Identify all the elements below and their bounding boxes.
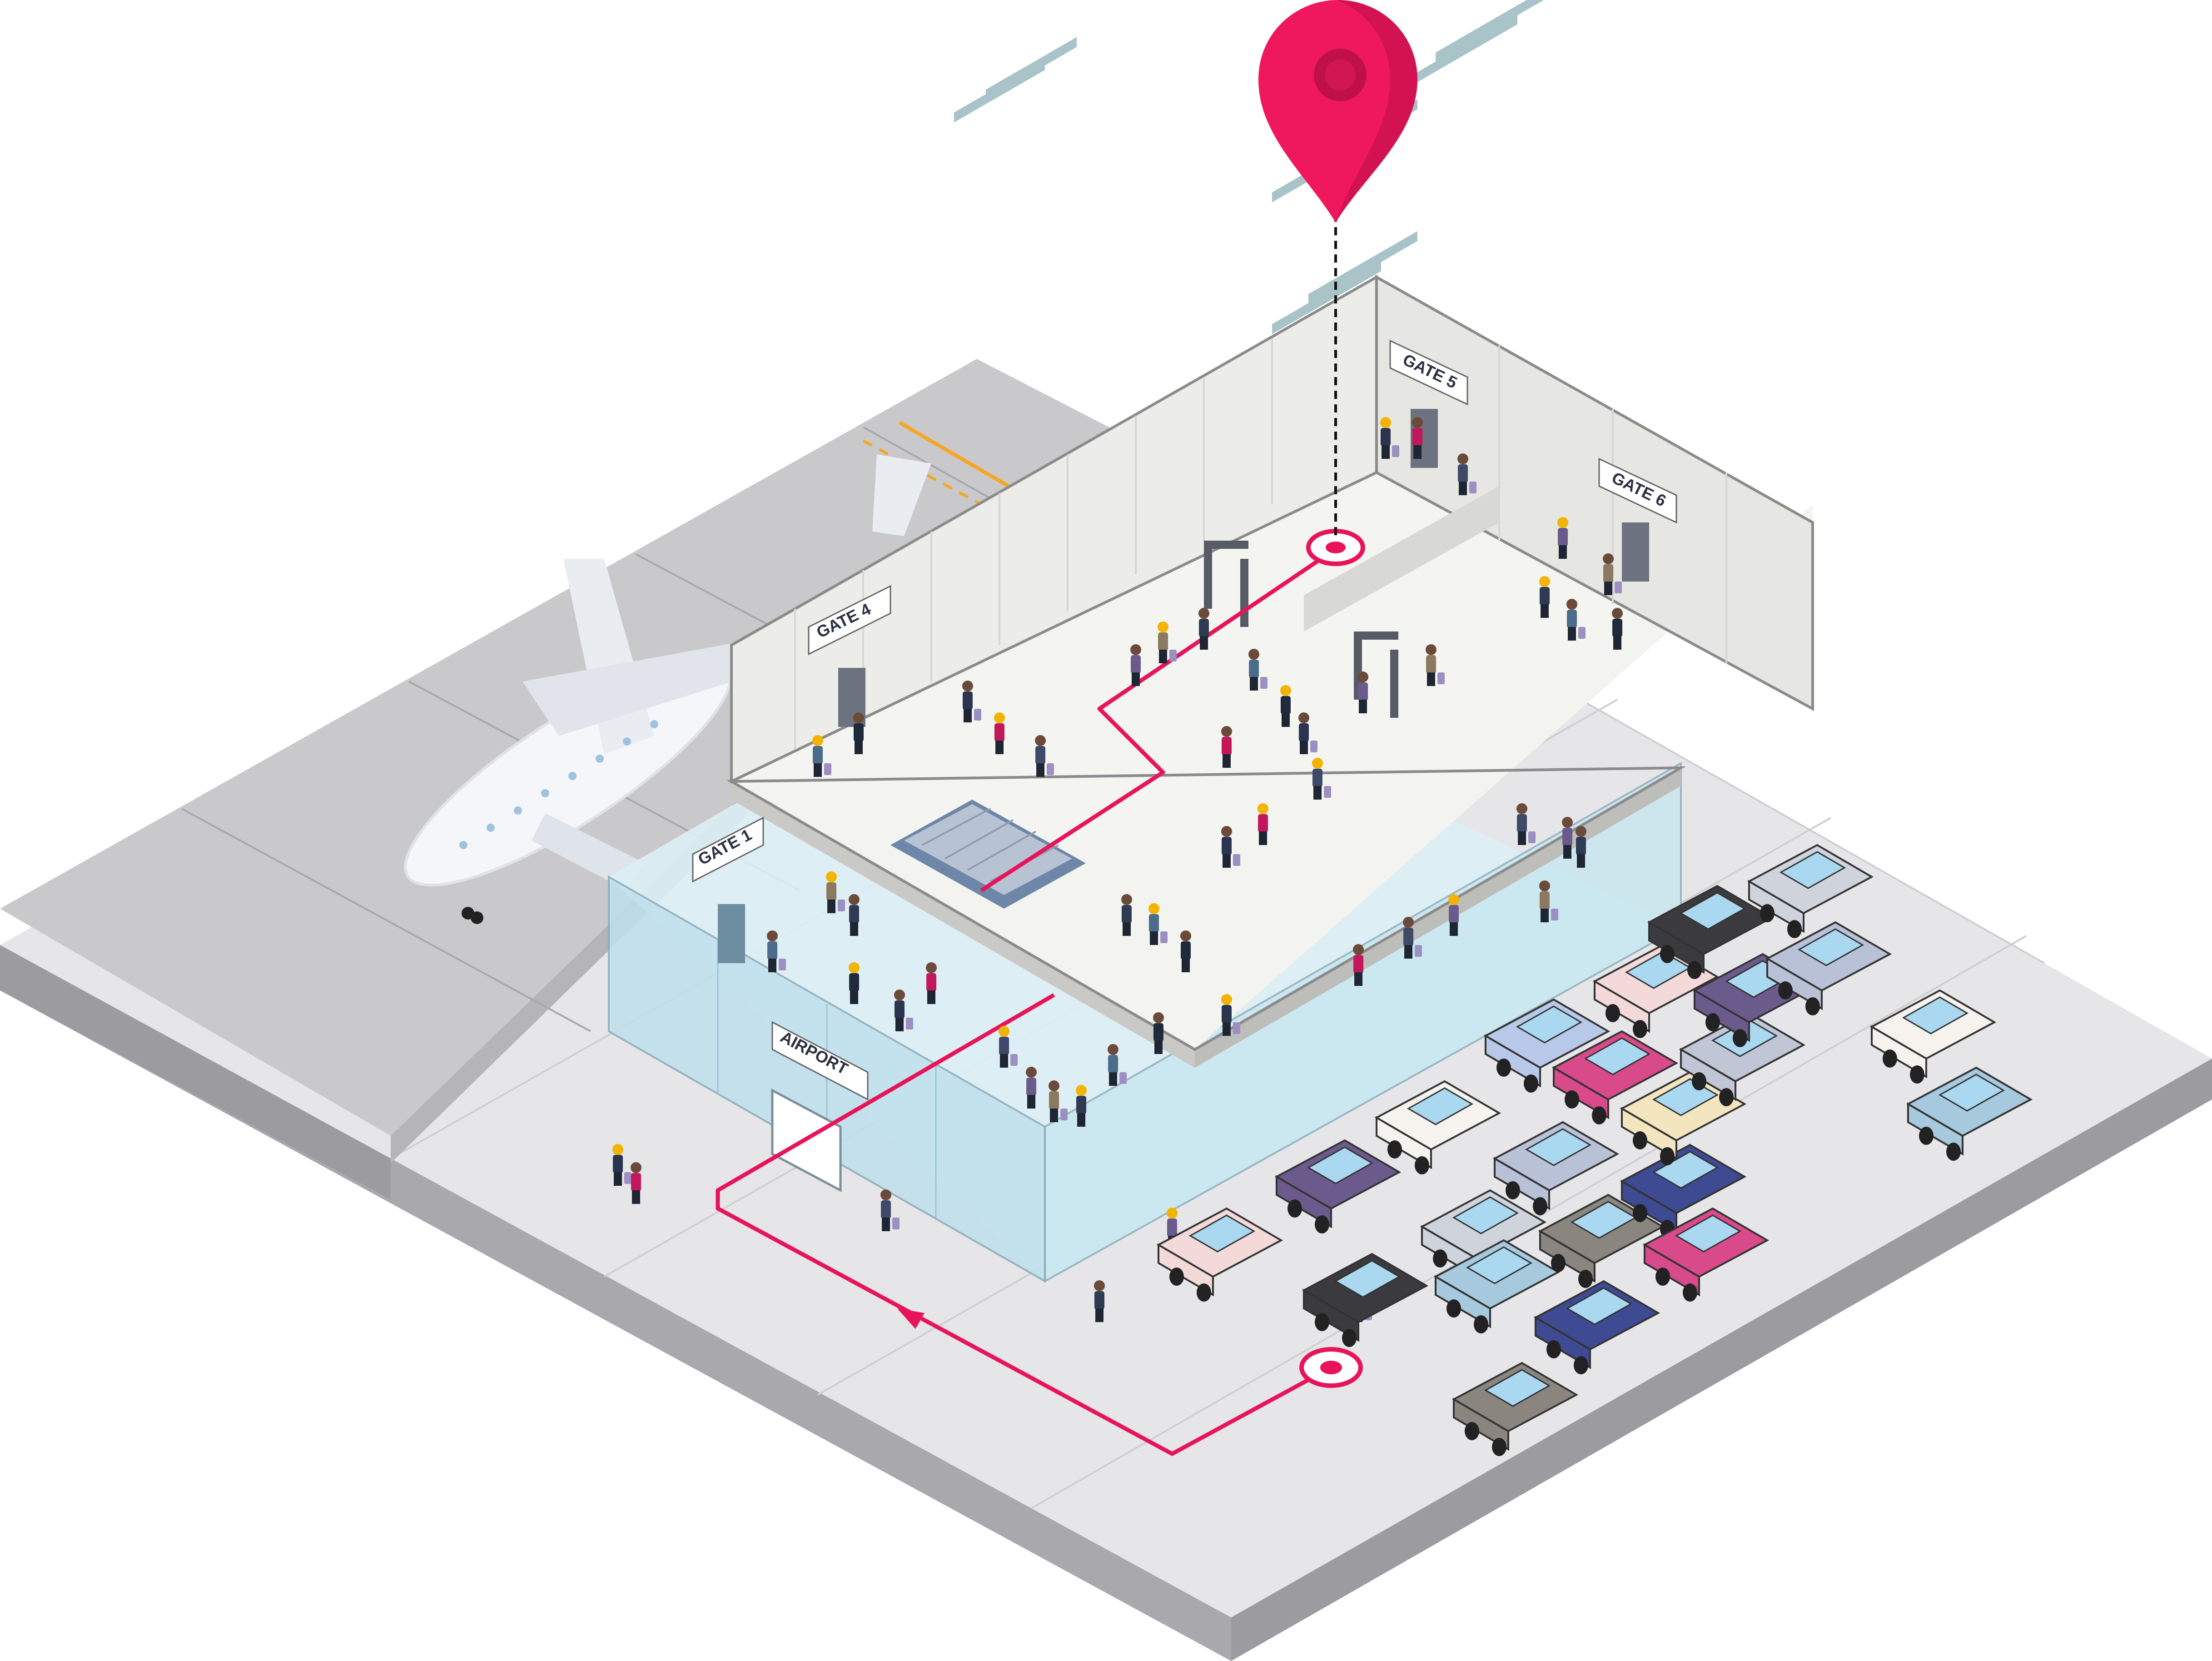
person (1108, 1044, 1127, 1086)
gate-1-door[interactable] (718, 904, 745, 963)
person (1148, 903, 1168, 945)
person (1198, 608, 1209, 650)
car (1274, 1139, 1402, 1233)
person (1026, 1067, 1037, 1109)
person (853, 712, 864, 754)
person (1576, 826, 1586, 868)
car (1620, 1071, 1747, 1165)
person (812, 735, 831, 777)
person (1280, 685, 1291, 727)
person (1258, 803, 1268, 845)
person (962, 681, 981, 722)
person (849, 894, 860, 936)
slab-side-right (1231, 1059, 2212, 1661)
staircase (890, 800, 1086, 909)
person (767, 930, 786, 972)
person (1566, 599, 1586, 641)
upper-seating (954, 0, 1554, 203)
person (1312, 758, 1331, 800)
location-dot-icon (1299, 1347, 1363, 1388)
person (1076, 1085, 1087, 1127)
person (849, 962, 860, 1004)
car (1483, 998, 1611, 1093)
car (1620, 1144, 1747, 1238)
person (1448, 894, 1459, 936)
person (1180, 930, 1191, 972)
car (1642, 1207, 1770, 1302)
person (894, 990, 913, 1031)
car (1551, 1030, 1679, 1124)
person (1035, 735, 1054, 777)
car (1869, 989, 1997, 1084)
person (1094, 1280, 1105, 1322)
person (631, 1162, 641, 1204)
person (1426, 644, 1445, 686)
destination-dot (1306, 529, 1365, 566)
car (1747, 844, 1874, 938)
car (1538, 1194, 1665, 1288)
person (1557, 517, 1568, 559)
person (926, 962, 937, 1004)
person (1153, 1012, 1164, 1054)
person (1158, 622, 1177, 663)
car (1906, 1066, 2033, 1161)
person (1539, 880, 1558, 922)
taxi-line-dash (862, 439, 982, 506)
upper-floor-outline (726, 766, 1686, 1051)
person (1403, 917, 1422, 959)
person (1353, 944, 1364, 986)
person (994, 712, 1005, 754)
person (1221, 994, 1240, 1036)
person (880, 1189, 900, 1231)
car (1451, 1362, 1579, 1456)
person (1221, 826, 1240, 868)
route-path (716, 550, 1332, 1456)
car (1374, 1080, 1501, 1174)
tarmac-side (0, 945, 391, 1199)
car (1433, 1239, 1561, 1333)
person (1412, 417, 1423, 459)
airplane-icon (404, 454, 931, 924)
car (1679, 1012, 1806, 1106)
person (999, 1026, 1018, 1068)
person (1562, 817, 1573, 859)
person (1457, 453, 1476, 495)
plane-wing (522, 636, 790, 736)
person (1516, 803, 1536, 845)
plane-wing-near (532, 813, 645, 890)
plane-tail-fin-far (872, 454, 931, 536)
security-partition (1304, 486, 1499, 632)
car (1302, 1253, 1429, 1347)
car (1765, 921, 1892, 1015)
parking-lot (1156, 844, 2033, 1456)
person (1049, 1080, 1068, 1122)
gate-6-door[interactable] (1622, 522, 1649, 582)
upper-floor-slab-side-right (1195, 768, 1681, 1068)
person (612, 1144, 631, 1186)
taxi-line (898, 421, 1010, 488)
person (1603, 553, 1622, 595)
person (826, 871, 845, 913)
person (1539, 576, 1550, 618)
map-pin-icon (1258, 0, 1417, 223)
person (1298, 712, 1317, 754)
person (1248, 649, 1268, 691)
person (1221, 726, 1232, 768)
upper-back-wall-right (1375, 274, 1814, 711)
upper-floor-slab-side (731, 781, 1195, 1068)
person (1130, 644, 1141, 686)
person (1612, 608, 1623, 650)
car (1492, 1121, 1620, 1215)
car (1156, 1207, 1283, 1302)
route-arrow (897, 1308, 925, 1329)
person (1380, 417, 1399, 459)
car (1533, 1280, 1660, 1374)
person (1357, 671, 1368, 713)
person (1121, 894, 1132, 936)
